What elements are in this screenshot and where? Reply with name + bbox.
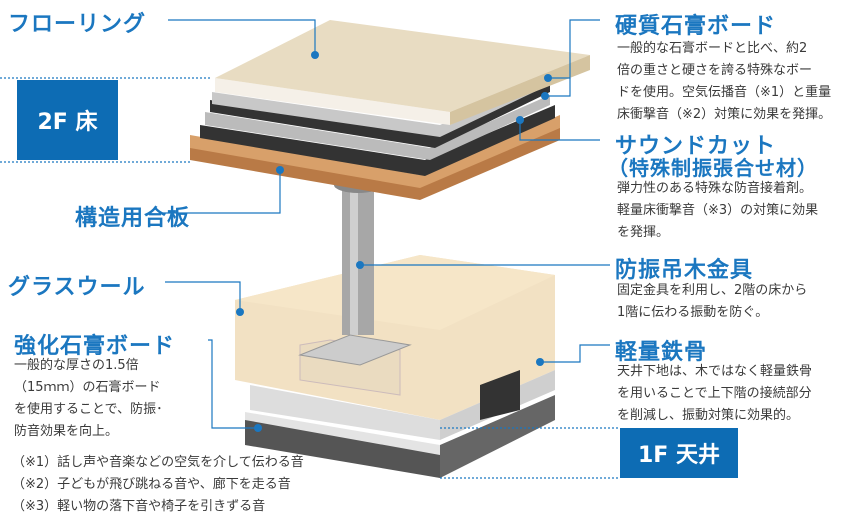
hanger-text: 固定金具を利用し、2階の床から 1階に伝わる振動を防ぐ。 [617,280,807,324]
footnotes: （※1）話し声や音楽などの空気を介して伝わる音 （※2）子どもが飛び跳ねる音や、… [12,452,304,518]
footnote: （※3）軽い物の落下音や椅子を引きずる音 [12,499,266,514]
footnote: （※2）子どもが飛び跳ねる音や、廊下を走る音 [12,477,291,492]
hard-board-title: 硬質石膏ボード [615,14,777,39]
reinforced-board-text: 一般的な厚さの1.5倍 （15ｍｍ）の石膏ボード を使用することで、防振･ 防音… [14,355,163,443]
text-line: を発揮。 [617,225,670,240]
hanger-metal-fitting [298,177,412,366]
reinforced-board-title: 強化石膏ボード [14,334,176,359]
steel-title: 軽量鉄骨 [615,340,708,365]
leader-dots [236,51,552,432]
label-flooring: フローリング [8,12,147,37]
label-2f-floor: 2F 床 [17,80,118,160]
text-line: を用いることで上下階の接続部分 [617,386,812,401]
label-plywood: 構造用合板 [75,206,191,231]
hard-board-text: 一般的な石膏ボードと比べ、約2 倍の重さと硬さを誇る特殊なボー ドを使用。空気伝… [617,38,831,126]
text-line: 軽量床衝撃音（※3）の対策に効果 [617,203,819,218]
steel-text: 天井下地は、木ではなく軽量鉄骨 を用いることで上下階の接続部分 を削減し、振動対… [617,361,812,427]
text-line: 床衝撃音（※2）対策に効果を発揮。 [617,107,832,122]
text-line: 一般的な厚さの1.5倍 [14,358,139,373]
leader-lines [0,19,620,479]
text-line: 防音効果を向上。 [14,424,119,439]
sound-cut-text: 弾力性のある特殊な防音接着剤。 軽量床衝撃音（※3）の対策に効果 を発揮。 [617,178,818,244]
text-line: 固定金具を利用し、2階の床から [617,283,808,298]
text-line: を使用することで、防振･ [14,402,163,417]
text-line: 倍の重さと硬さを誇る特殊なボー [617,63,813,78]
text-line: （15ｍｍ）の石膏ボード [14,380,161,395]
text-line: 一般的な石膏ボードと比べ、約2 [617,41,808,56]
text-line: ドを使用。空気伝播音（※1）と重量 [617,85,832,100]
text-line: 弾力性のある特殊な防音接着剤。 [617,181,813,196]
floor-layers [190,20,590,200]
label-glasswool: グラスウール [8,275,146,300]
text-line: 天井下地は、木ではなく軽量鉄骨 [617,364,813,379]
sound-cut-title: サウンドカット [615,134,777,159]
hanger-title: 防振吊木金具 [615,258,754,283]
footnote: （※1）話し声や音楽などの空気を介して伝わる音 [12,455,304,470]
ceiling-structure [235,255,555,478]
text-line: を削減し、振動対策に効果的。 [617,408,800,423]
label-1f-ceiling: 1F 天井 [620,428,738,478]
sound-cut-subtitle: （特殊制振張合せ材） [608,156,818,180]
text-line: 1階に伝わる振動を防ぐ。 [617,305,769,320]
